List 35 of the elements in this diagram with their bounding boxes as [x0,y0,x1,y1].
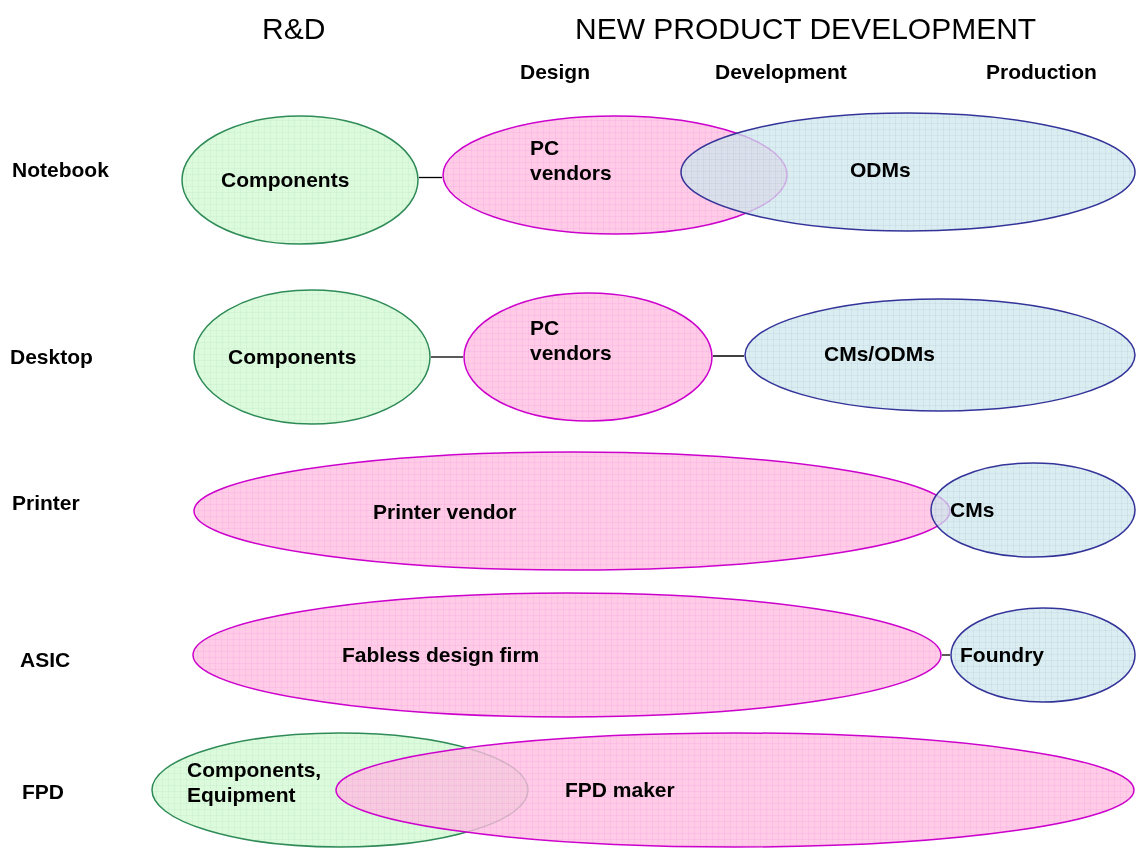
ellipse-label: ODMs [850,157,912,182]
connector-line [418,176,443,179]
ellipse-label: Components, Equipment [187,757,323,807]
row-label: Printer [12,491,80,515]
column-heading: Design [520,60,590,84]
connector-line [430,356,464,358]
ellipse [950,607,1136,703]
ellipse-label: CMs [950,497,996,522]
connector-line [941,654,951,656]
ellipse-label: Components [228,344,358,369]
section-heading: NEW PRODUCT DEVELOPMENT [575,12,1037,46]
ellipse-label: CMs/ODMs [824,341,936,366]
section-heading: R&D [262,12,326,46]
row-label: ASIC [20,648,71,672]
ellipse-label: Components [221,167,351,192]
ellipse-label: FPD maker [565,777,676,802]
ellipse [335,732,1135,848]
ellipse [192,592,942,718]
row-label: FPD [22,780,64,804]
column-heading: Development [715,60,847,84]
ellipse [930,462,1136,558]
ellipse-label: Fabless design firm [342,642,541,667]
connector-line [712,355,745,357]
ellipse-label: Foundry [960,642,1045,667]
ellipse [744,298,1136,412]
ellipse-label: PC vendors [530,135,613,185]
row-label: Desktop [10,345,93,369]
column-heading: Production [986,60,1097,84]
ellipse [181,115,419,245]
row-label: Notebook [12,158,109,182]
ellipse [463,292,713,422]
ellipse [680,112,1136,232]
ellipse [193,289,431,425]
ellipse-label: Printer vendor [373,499,518,524]
ellipse-label: PC vendors [530,315,613,365]
